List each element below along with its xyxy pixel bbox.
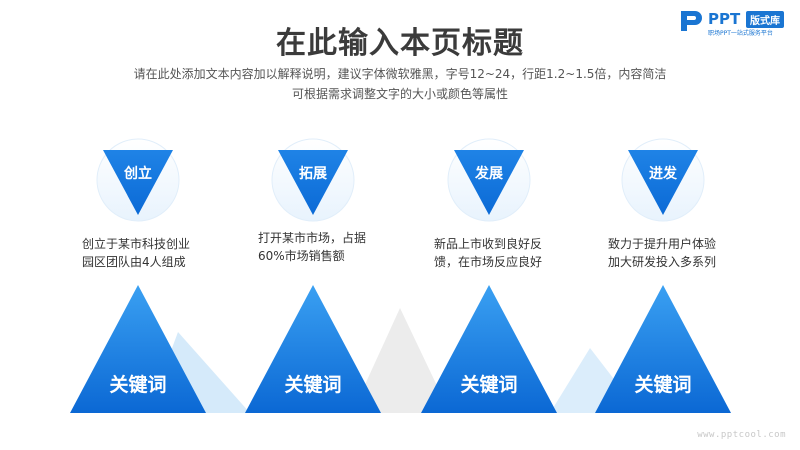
keyword-3: 关键词 — [460, 373, 517, 396]
page-title: 在此输入本页标题 — [276, 26, 524, 61]
milestone-marker-3 — [454, 150, 524, 215]
keyword-1: 关键词 — [109, 373, 166, 396]
milestone-label-4: 进发 — [649, 165, 678, 182]
mountain-1 — [70, 285, 206, 413]
keyword-2: 关键词 — [284, 373, 341, 396]
milestone-label-2: 拓展 — [299, 165, 327, 182]
logo-brand: PPT — [708, 10, 741, 28]
logo-tagline: 职场PPT一站式服务平台 — [708, 30, 773, 37]
subtitle-line-2: 可根据需求调整文字的大小或颜色等属性 — [291, 87, 508, 101]
milestone-description-1: 创立于某市科技创业 园区团队由4人组成 — [82, 237, 191, 269]
logo-p-icon — [681, 11, 702, 31]
logo-badge: 版式库 — [746, 11, 784, 28]
milestone-item-2: 拓展 关键词 — [245, 138, 381, 413]
keyword-4: 关键词 — [634, 373, 691, 396]
milestone-description-3: 新品上市收到良好反 馈，在市场反应良好 — [434, 237, 543, 269]
milestone-description-4: 致力于提升用户体验 加大研发投入多系列 — [608, 237, 717, 269]
milestone-marker-4 — [628, 150, 698, 215]
mountain-3 — [421, 285, 557, 413]
mountain-4 — [595, 285, 731, 413]
mountain-2 — [245, 285, 381, 413]
milestone-label-1: 创立 — [123, 165, 152, 182]
milestone-item-1: 创立 关键词 — [70, 138, 206, 413]
milestone-marker-1 — [103, 150, 173, 215]
bg-triangle-grey — [352, 308, 450, 413]
subtitle-line-1: 请在此处添加文本内容加以解释说明，建议字体微软雅黑，字号12~24，行距1.2~… — [133, 67, 667, 81]
brand-logo: PPT 版式库 职场PPT一站式服务平台 — [678, 8, 794, 38]
milestone-marker-2 — [278, 150, 348, 215]
milestone-label-3: 发展 — [474, 165, 503, 182]
footer-url: www.pptcool.com — [697, 430, 786, 440]
milestone-item-4: 进发 关键词 — [595, 138, 731, 413]
milestone-item-3: 发展 关键词 — [421, 138, 557, 413]
milestone-description-2: 打开某市市场，占据 60%市场销售额 — [258, 231, 367, 263]
